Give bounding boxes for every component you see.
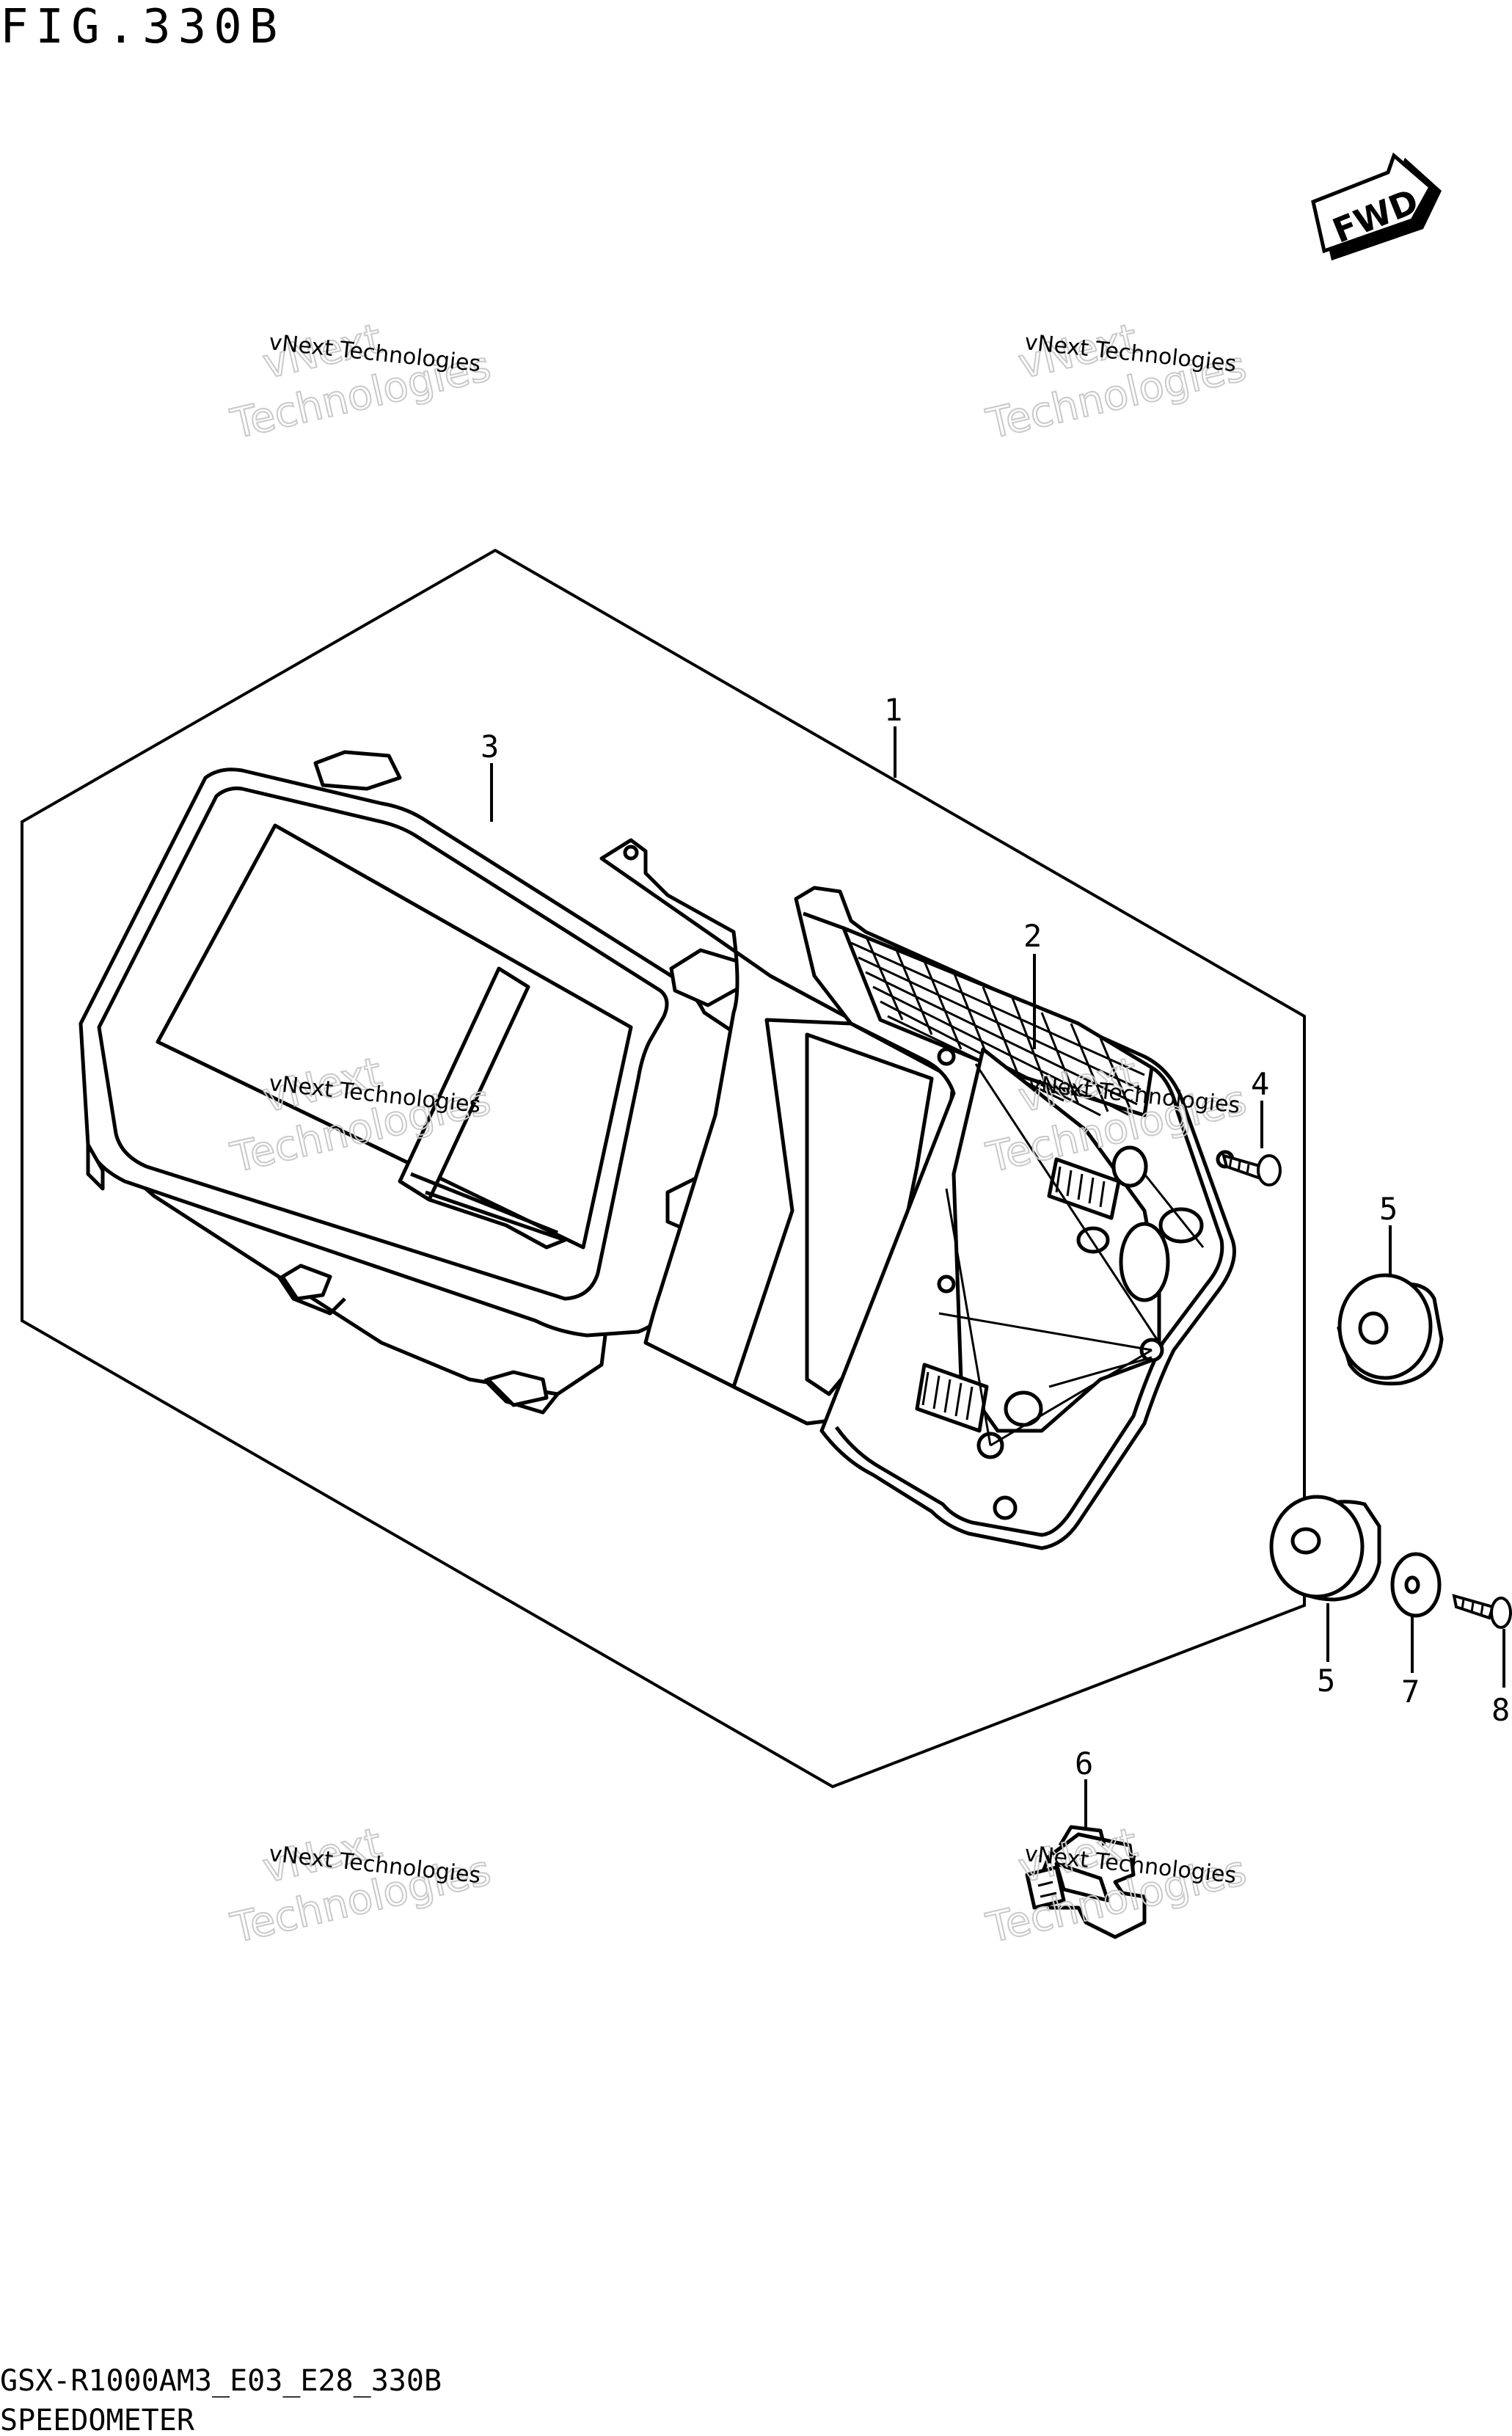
screw-icon [1452, 1594, 1512, 1629]
callout-8: 8 [1491, 1692, 1510, 1728]
callout-7: 7 [1401, 1674, 1420, 1710]
circuit-board-components [915, 1047, 1235, 1520]
figure-title: FIG.330B [0, 0, 285, 54]
fwd-arrow-icon: FWD [1311, 152, 1442, 260]
connector-icon [1025, 1825, 1147, 1939]
callout-1: 1 [884, 692, 902, 728]
speedometer-rear-case [599, 838, 1236, 1550]
watermark: vNext Technologies vNext Technologies [226, 314, 496, 449]
watermark: vNext Technologies vNext Technologies [982, 314, 1252, 449]
leader-lines [490, 726, 1505, 1831]
screw-icon [1221, 1153, 1282, 1186]
cushion-upper-icon [1337, 1273, 1444, 1386]
callout-5-lower: 5 [1317, 1663, 1335, 1699]
circuit-board-grid [850, 935, 1145, 1117]
speedometer-front-case [78, 750, 767, 1415]
callout-4: 4 [1251, 1066, 1269, 1102]
diagram-title: SPEEDOMETER [0, 2404, 195, 2436]
cushion-lower-icon [1269, 1495, 1381, 1602]
watermark: vNext Technologies vNext Technologies [226, 1818, 496, 1953]
assembly-outline [21, 548, 1306, 1789]
callout-6: 6 [1075, 1746, 1093, 1782]
callout-3: 3 [481, 729, 499, 765]
callout-2: 2 [1023, 918, 1042, 954]
callout-5-upper: 5 [1379, 1191, 1398, 1227]
model-code: GSX-R1000AM3_E03_E28_330B [0, 2364, 442, 2398]
washer-icon [1390, 1552, 1442, 1618]
